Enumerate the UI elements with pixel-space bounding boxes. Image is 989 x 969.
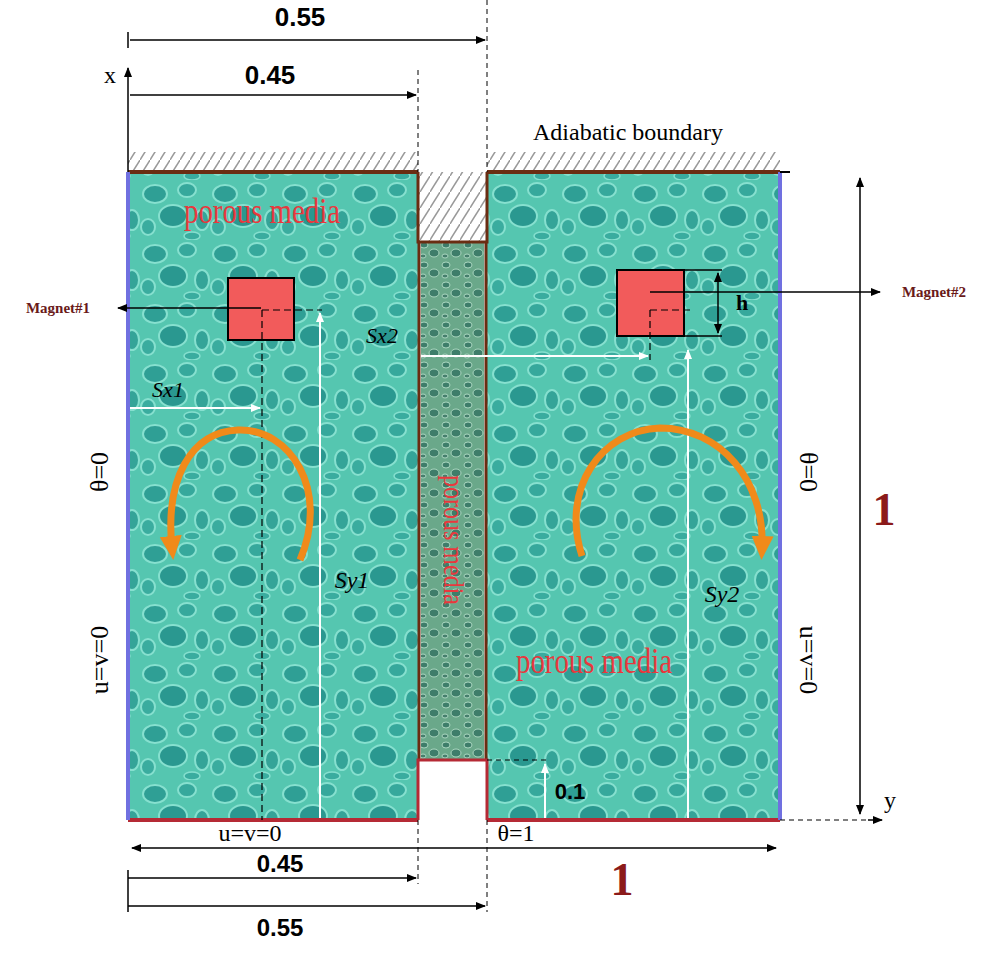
- region-label: porous media: [184, 192, 340, 232]
- axis-label: y: [884, 787, 896, 813]
- dimension-label: 0.1: [555, 780, 586, 804]
- position-label: Sx2: [366, 324, 398, 348]
- boundary-condition: θ=0: [86, 452, 115, 492]
- region-label: porous media: [516, 642, 672, 682]
- dimension-label: 0.45: [245, 61, 296, 90]
- boundary-condition: θ=1: [497, 820, 534, 846]
- boundary-condition: u=v=0: [794, 626, 823, 694]
- dimension-label: 1: [611, 855, 634, 906]
- boundary-condition: u=v=0: [86, 626, 115, 694]
- boundary-condition: u=v=0: [218, 820, 281, 846]
- position-label: Sy2: [705, 581, 740, 607]
- magnet-label: Magnet#1: [26, 300, 90, 317]
- boundary-label: Adiabatic boundary: [533, 119, 723, 145]
- magnet-label: Magnet#2: [902, 284, 966, 301]
- dimension-label: 1: [873, 485, 896, 536]
- dimension-label: 0.55: [257, 915, 304, 941]
- boundary-condition: θ=0: [794, 452, 823, 492]
- dimension-label: h: [736, 291, 748, 315]
- position-label: Sy1: [335, 567, 370, 593]
- dimension-label: 0.55: [275, 3, 326, 32]
- position-label: Sx1: [152, 378, 184, 402]
- axis-label: x: [104, 62, 116, 88]
- dimension-label: 0.45: [257, 851, 304, 877]
- region-label: porous media: [438, 475, 471, 605]
